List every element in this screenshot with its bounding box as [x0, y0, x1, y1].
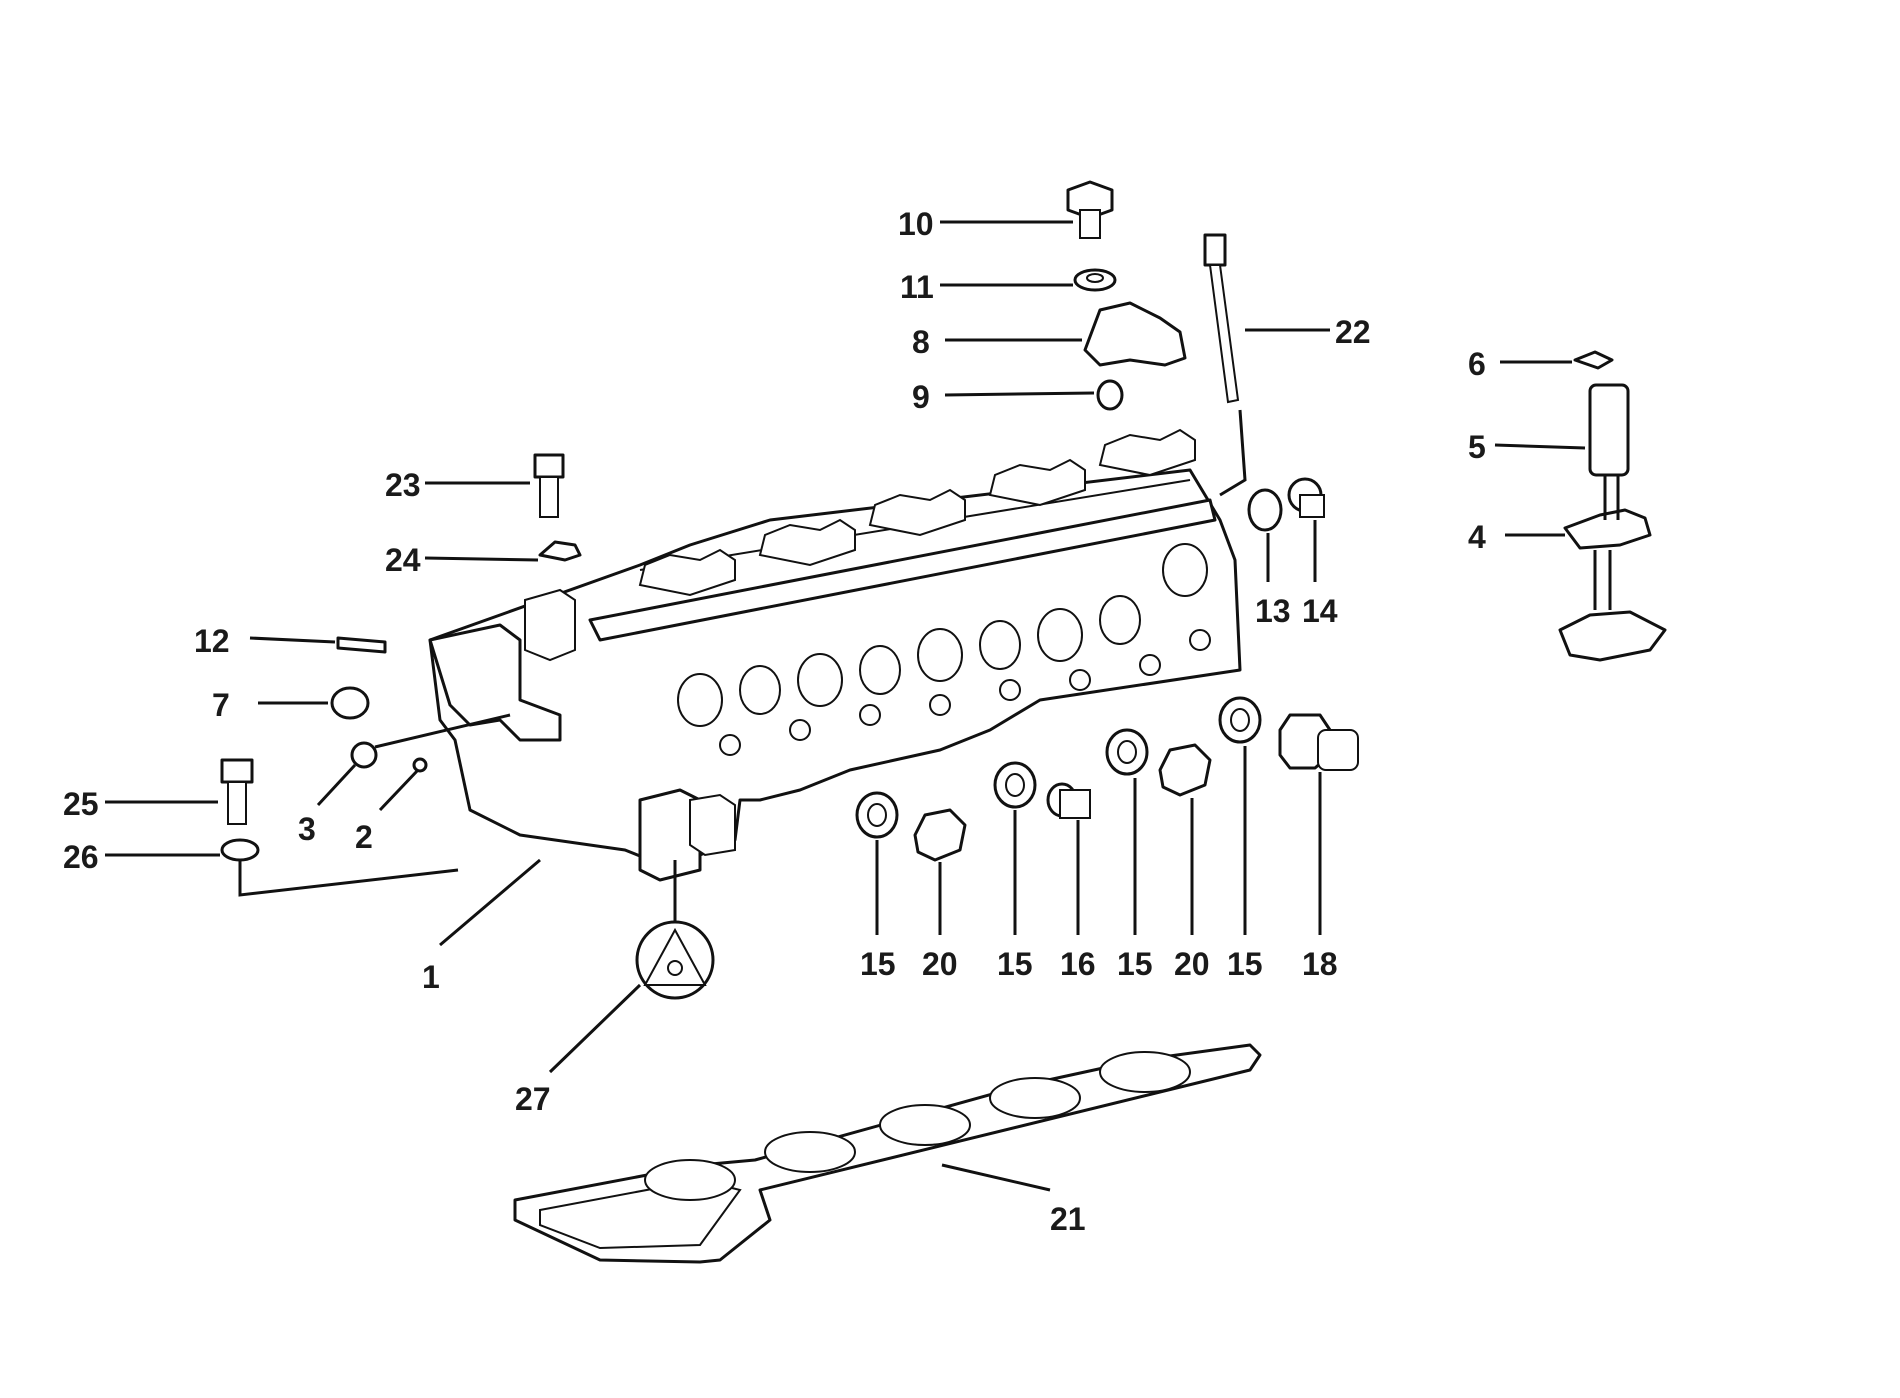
cylinder-head	[374, 428, 1242, 882]
sensor-27	[635, 860, 715, 1000]
fitting-18	[1278, 713, 1359, 771]
washer-24	[538, 540, 582, 562]
callout-7: 7	[212, 687, 230, 723]
callout-5: 5	[1468, 429, 1486, 465]
callout-20a: 20	[922, 946, 958, 982]
bolt-25-path	[238, 860, 459, 897]
callout-25: 25	[63, 786, 99, 822]
intake-ports	[677, 543, 1208, 727]
callout-15d: 15	[1227, 946, 1263, 982]
callout-15b: 15	[997, 946, 1033, 982]
callout-18: 18	[1302, 946, 1338, 982]
callout-6: 6	[1468, 346, 1486, 382]
gasket-bores	[644, 1051, 1191, 1201]
callout-23: 23	[385, 467, 421, 503]
head-bolt-22	[1203, 233, 1247, 497]
callout-14: 14	[1302, 593, 1338, 629]
head-bolt-holes	[719, 629, 1211, 756]
washer-15c	[1105, 728, 1149, 776]
nut-20a	[913, 808, 967, 862]
plug-16	[1046, 782, 1091, 819]
callout-13: 13	[1255, 593, 1291, 629]
washer-11	[1073, 268, 1117, 292]
callout-27: 27	[515, 1081, 551, 1117]
bearing-cap-bolt	[1066, 180, 1114, 239]
oring-3	[350, 741, 378, 769]
callout-4: 4	[1468, 519, 1486, 555]
callout-9: 9	[912, 379, 930, 415]
washer-15d	[1218, 696, 1262, 744]
plug-13	[1247, 488, 1283, 532]
callout-26: 26	[63, 839, 99, 875]
callout-22: 22	[1335, 314, 1371, 350]
callout-2: 2	[355, 819, 373, 855]
callout-21: 21	[1050, 1201, 1086, 1237]
cam-bearing-towers	[638, 428, 1196, 597]
callout-1: 1	[422, 959, 440, 995]
callout-11: 11	[900, 269, 934, 305]
dowel-9	[1096, 379, 1124, 411]
nut-20b	[1158, 743, 1212, 797]
callout-12: 12	[194, 623, 230, 659]
leader-lines	[105, 220, 1586, 1192]
callout-labels: 1 2 3 4 5 6 7 8 9 10 11 12 13 14 15 15 1…	[63, 206, 1486, 1237]
washer-26	[220, 838, 260, 862]
stud-12	[336, 636, 387, 654]
plug-7	[330, 686, 370, 720]
bolt-23	[533, 453, 565, 518]
callout-20b: 20	[1174, 946, 1210, 982]
washer-15a	[855, 791, 899, 839]
valve-assembly	[1558, 350, 1667, 662]
callout-8: 8	[912, 324, 930, 360]
callout-3: 3	[298, 811, 316, 847]
ball-2	[412, 757, 428, 773]
plug-14	[1287, 477, 1325, 518]
washer-15b	[993, 761, 1037, 809]
callout-15a: 15	[860, 946, 896, 982]
callout-10: 10	[898, 206, 934, 242]
cylinder-head-gasket	[513, 1043, 1262, 1264]
callout-24: 24	[385, 542, 421, 578]
callout-16: 16	[1060, 946, 1096, 982]
bearing-cap	[1083, 301, 1187, 367]
bolt-25	[220, 758, 254, 825]
callout-15c: 15	[1117, 946, 1153, 982]
